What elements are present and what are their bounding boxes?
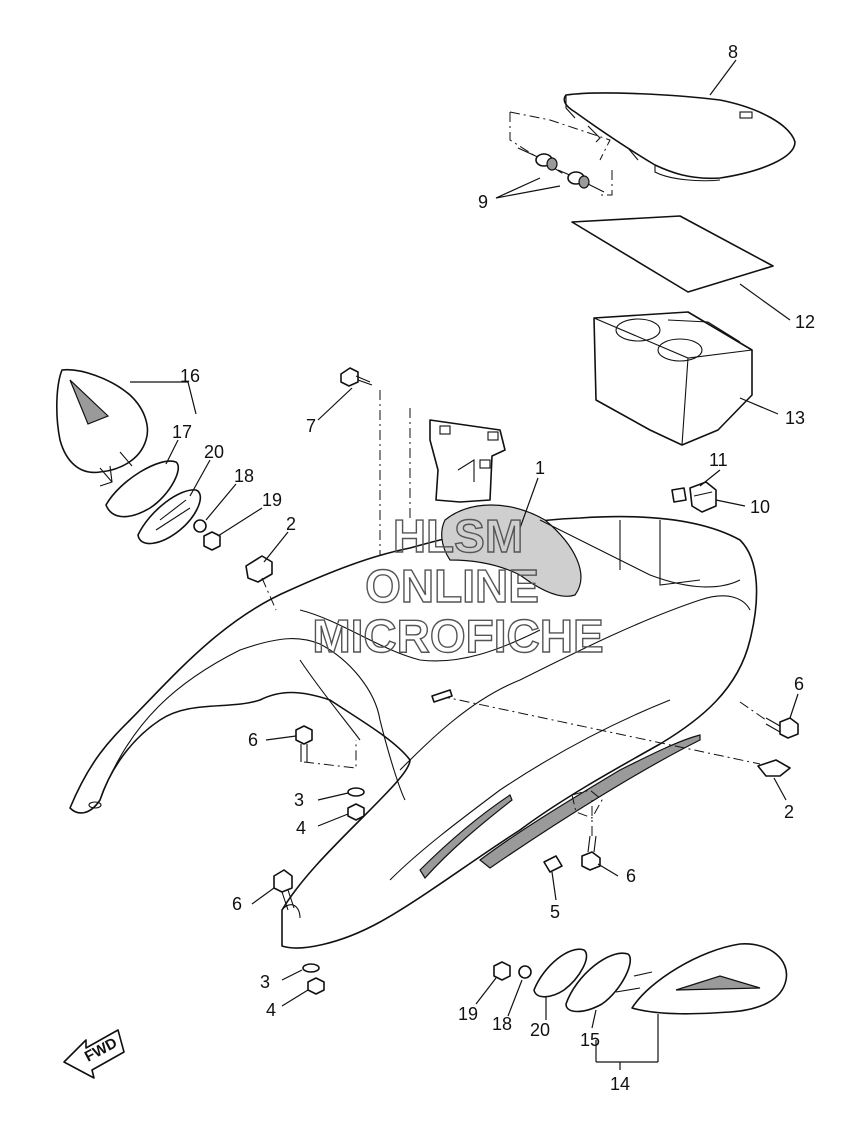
watermark: HLSM ONLINE MICROFICHE	[312, 509, 605, 662]
clip-slot	[431, 689, 453, 703]
callout-8: 8	[728, 42, 738, 62]
watermark-line-2: ONLINE	[365, 560, 539, 612]
callout-6-low: 6	[232, 894, 242, 914]
callout-20-left: 20	[204, 442, 224, 462]
bolt-6-right-guide	[739, 701, 767, 721]
callout-18-left: 18	[234, 466, 254, 486]
seat-lid-part-8[interactable]	[563, 92, 796, 182]
callout-6-bottom-right: 6	[626, 866, 636, 886]
grommet-part-11[interactable]	[671, 487, 687, 503]
callout-20-right: 20	[530, 1020, 550, 1040]
callout-18-right: 18	[492, 1014, 512, 1034]
bolt-part-7[interactable]	[340, 367, 373, 387]
leader-lines	[130, 59, 799, 1070]
callout-3-upper: 3	[294, 790, 304, 810]
bolt-6-mid-guide	[303, 740, 357, 769]
washer-part-18b[interactable]	[518, 965, 532, 979]
watermark-line-3: MICROFICHE	[312, 610, 603, 662]
callout-6-mid: 6	[248, 730, 258, 750]
callout-11: 11	[709, 450, 728, 470]
bolt-part-6-low[interactable]	[273, 869, 295, 911]
bolt-part-6-bottom-right[interactable]	[581, 835, 601, 871]
callout-5: 5	[550, 902, 560, 922]
callout-19-right: 19	[458, 1004, 478, 1024]
bolt-part-6-right[interactable]	[765, 717, 799, 739]
callout-13: 13	[785, 408, 805, 428]
bolt-part-6-mid[interactable]	[295, 725, 313, 762]
clip-2-upper-guide	[261, 577, 277, 611]
callout-17: 17	[172, 422, 192, 442]
callout-7: 7	[306, 416, 316, 436]
side-cover-right-part-14[interactable]	[615, 943, 788, 1015]
clip-2-lower-guide	[439, 695, 761, 765]
clip-part-5[interactable]	[543, 855, 563, 873]
dashed-region	[571, 789, 603, 819]
forward-direction-arrow: FWD	[63, 1029, 125, 1079]
nut-part-19b[interactable]	[493, 961, 511, 981]
watermark-line-1: HLSM	[393, 510, 523, 562]
nut-part-19a[interactable]	[203, 531, 221, 551]
bracket	[429, 419, 506, 503]
callout-19-left: 19	[262, 490, 282, 510]
callout-numbers: 8 9 12 13 11 10 7 1 16 17 20 18 19 2 6 6…	[172, 42, 815, 1094]
callout-16: 16	[180, 366, 200, 386]
callout-2-upper: 2	[286, 514, 296, 534]
body-cover-part-1[interactable]	[69, 504, 758, 949]
nut-part-4-lower[interactable]	[307, 977, 325, 995]
gasket-part-15[interactable]	[565, 952, 632, 1013]
hinge-pins-part-9[interactable]	[509, 111, 613, 196]
nut-part-4-upper[interactable]	[347, 803, 365, 821]
gasket-part-17[interactable]	[105, 460, 180, 518]
callout-15: 15	[580, 1030, 600, 1050]
seat-mat-part-12[interactable]	[571, 215, 774, 293]
callout-2-lower: 2	[784, 802, 794, 822]
callout-10: 10	[750, 497, 770, 517]
callout-3-lower: 3	[260, 972, 270, 992]
callout-14: 14	[610, 1074, 630, 1094]
clip-part-2-lower[interactable]	[757, 759, 791, 777]
callout-9: 9	[478, 192, 488, 212]
washer-part-3-upper[interactable]	[347, 787, 365, 797]
clip-part-2-upper[interactable]	[245, 555, 273, 583]
washer-part-18a[interactable]	[193, 519, 207, 533]
callout-1: 1	[535, 458, 545, 478]
side-cover-left-part-16[interactable]	[56, 368, 149, 487]
callout-4-lower: 4	[266, 1000, 276, 1020]
callout-6-right: 6	[794, 674, 804, 694]
studs	[99, 451, 133, 483]
callout-4-upper: 4	[296, 818, 306, 838]
storage-box-part-13[interactable]	[593, 311, 753, 446]
plate-part-20a[interactable]	[137, 489, 202, 545]
washer-part-3-lower[interactable]	[302, 963, 320, 973]
latch-part-10[interactable]	[689, 481, 717, 513]
plate-20a-slots	[155, 499, 191, 531]
callout-12: 12	[795, 312, 815, 332]
